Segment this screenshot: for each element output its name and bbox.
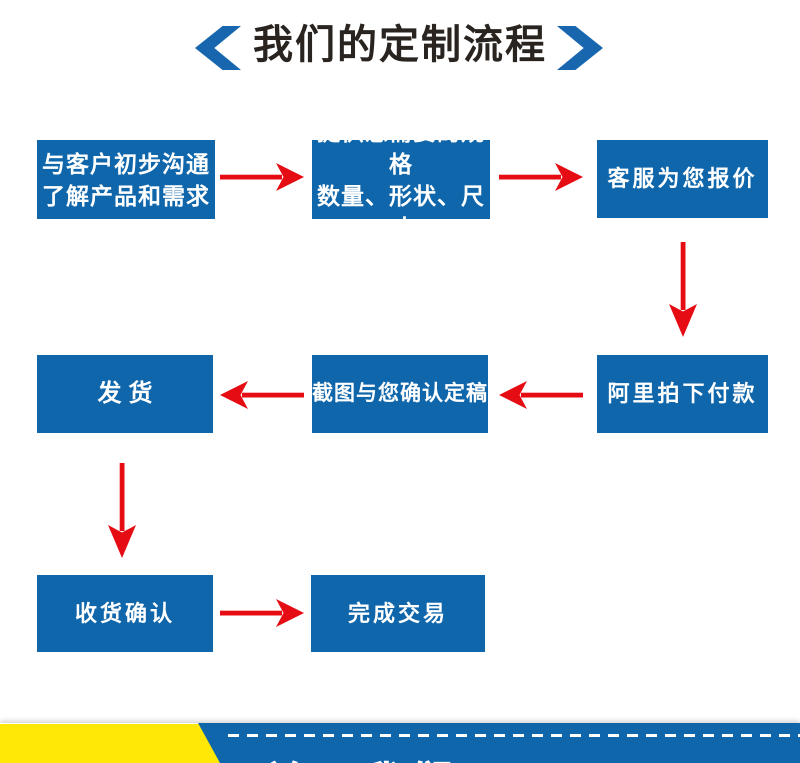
banner-blue-shape bbox=[198, 723, 800, 763]
flow-step-confirm-final-draft: 截图与您确认定稿 bbox=[312, 355, 488, 433]
flow-step-text: 与客户初步沟通 bbox=[42, 150, 210, 177]
page-title: 我们的定制流程 bbox=[253, 23, 547, 67]
arrow-right-icon bbox=[220, 598, 304, 628]
flow-step-customer-service-quote: 客服为您报价 bbox=[597, 140, 768, 218]
flow-step-text: 数量、形状、尺寸 bbox=[317, 182, 485, 241]
banner-dashed-line bbox=[228, 734, 800, 737]
arrow-right-icon bbox=[499, 162, 583, 192]
banner-yellow-shape bbox=[0, 724, 222, 763]
flow-step-complete-transaction: 完成交易 bbox=[311, 575, 485, 652]
flow-step-ship-goods: 发货 bbox=[37, 355, 213, 433]
flow-step-text: 阿里拍下付款 bbox=[607, 381, 758, 406]
flow-step-text: 了解产品和需求 bbox=[42, 182, 210, 209]
flow-step-provide-specs: 提供您需要的规格 数量、形状、尺寸 bbox=[312, 119, 490, 241]
flow-step-initial-communication: 与客户初步沟通 了解产品和需求 bbox=[37, 140, 215, 219]
flow-step-text: 收货确认 bbox=[74, 600, 175, 626]
arrow-down-icon bbox=[668, 242, 698, 337]
next-section-title: 关于我们 bbox=[262, 747, 458, 763]
arrow-right-icon bbox=[220, 162, 304, 192]
flow-step-text: 完成交易 bbox=[347, 600, 448, 626]
flow-step-text: 提供您需要的规格 bbox=[317, 118, 485, 177]
next-section-banner bbox=[0, 723, 800, 763]
arrow-left-icon bbox=[499, 380, 583, 410]
flow-step-pay-on-alibaba: 阿里拍下付款 bbox=[597, 355, 768, 433]
flow-step-text: 截图与您确认定稿 bbox=[312, 382, 488, 405]
flow-step-confirm-receipt: 收货确认 bbox=[37, 575, 213, 652]
flow-step-text: 发货 bbox=[97, 380, 160, 407]
arrow-down-icon bbox=[107, 463, 137, 558]
flow-step-text: 客服为您报价 bbox=[607, 166, 758, 191]
arrow-left-icon bbox=[220, 380, 304, 410]
